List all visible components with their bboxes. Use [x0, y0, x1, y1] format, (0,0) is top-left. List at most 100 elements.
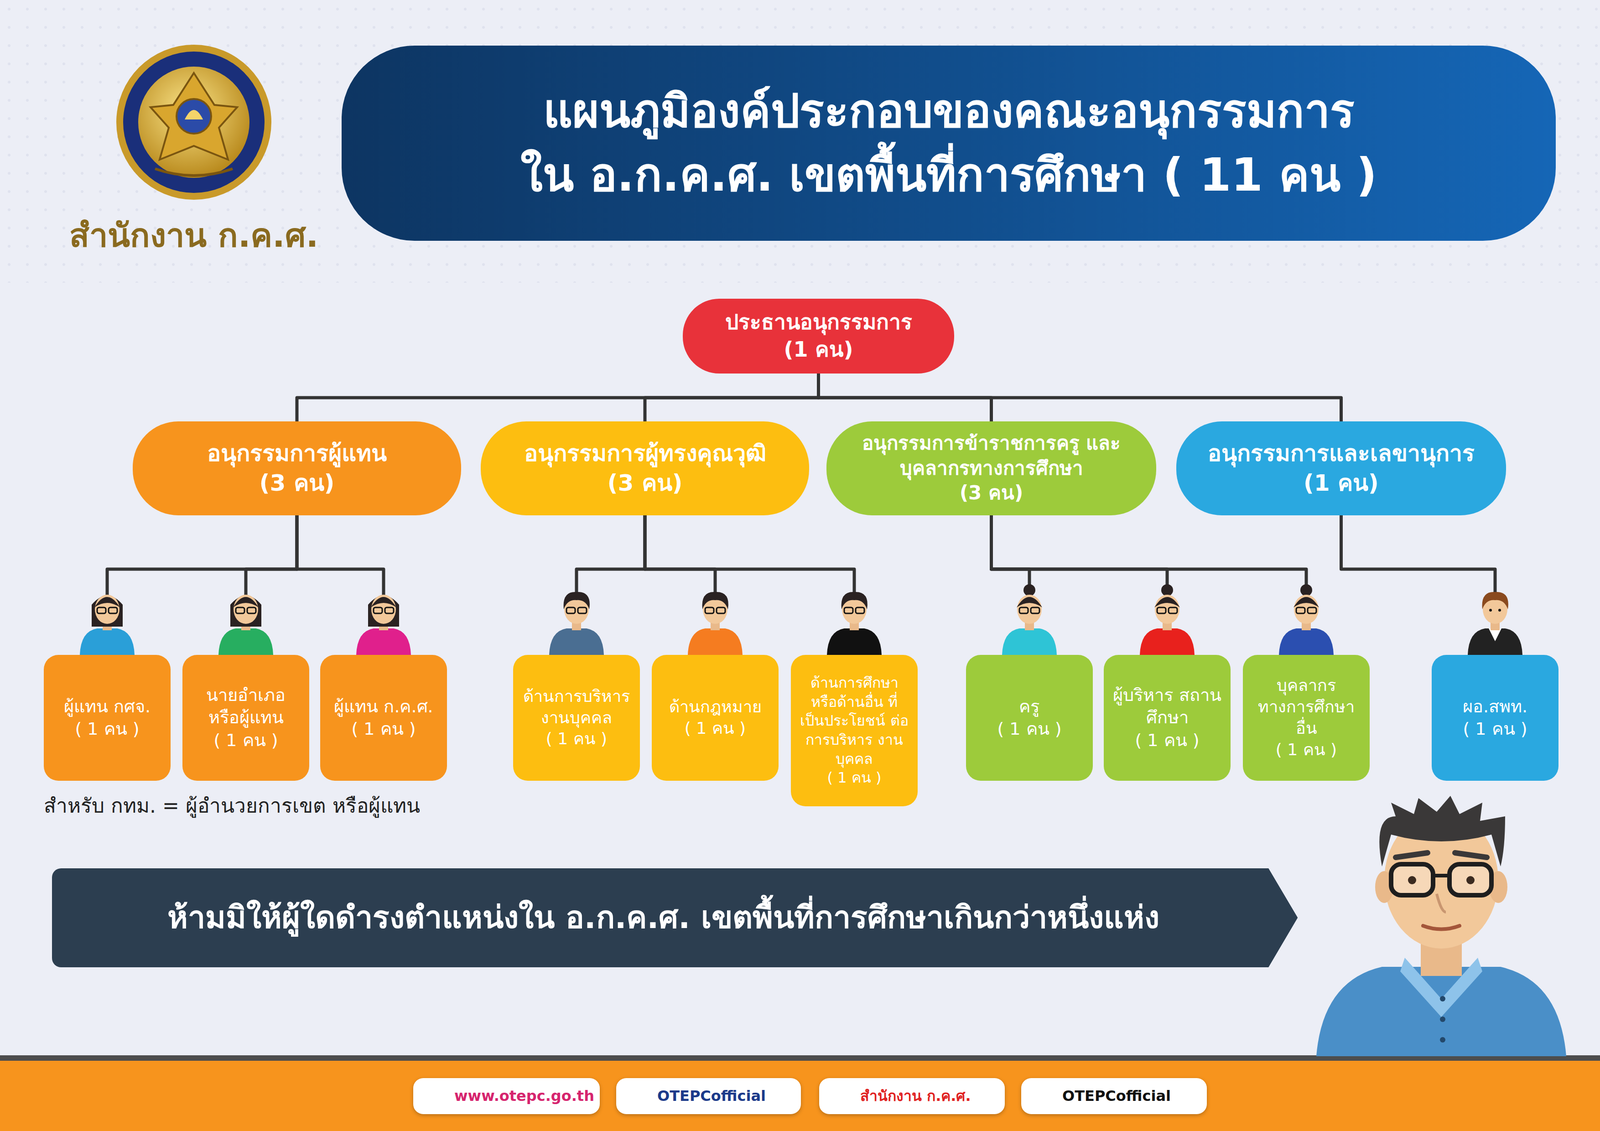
figure-bun — [1023, 584, 1036, 597]
group-box: อนุกรรมการผู้แทน (3 คน) — [132, 421, 462, 516]
person-figure — [1467, 592, 1523, 655]
tree-connector — [1341, 515, 1496, 655]
node-text: นายอำเภอ หรือผู้แทน ( 1 คน ) — [190, 684, 302, 752]
group-box: อนุกรรมการและเลขานุการ (1 คน) — [1176, 421, 1507, 516]
figure-hair — [1154, 597, 1180, 608]
node-text: ด้านการศึกษา หรือด้านอื่น ที่เป็นประโยชน… — [799, 673, 910, 788]
node-text: www.otepc.go.th — [454, 1086, 595, 1107]
social-pill: สำนักงาน ก.ค.ศ. — [819, 1078, 1005, 1115]
mascot-man — [1316, 795, 1567, 1057]
figure-glasses — [384, 607, 394, 614]
social-pill: OTEPCofficial — [616, 1078, 801, 1115]
node-text: OTEPCofficial — [1062, 1086, 1171, 1107]
figure-hair — [563, 592, 590, 610]
figure-head — [1293, 594, 1319, 624]
figure-shirt — [356, 628, 411, 655]
figure-glasses — [1307, 607, 1317, 614]
figure-glasses — [1157, 607, 1166, 614]
group-box: อนุกรรมการข้าราชการครู และบุคลากรทางการศ… — [826, 421, 1157, 516]
title-banner — [341, 45, 1556, 241]
figure-glasses — [108, 607, 118, 614]
node-text: ผู้แทน ก.ค.ศ. ( 1 คน ) — [333, 695, 433, 741]
org-name-label: สำนักงาน ก.ค.ศ. — [57, 214, 331, 258]
person-figure — [356, 594, 411, 655]
social-pill: www.otepc.go.th — [413, 1078, 600, 1115]
node-text: อนุกรรมการผู้ทรงคุณวุฒิ (3 คน) — [524, 438, 767, 499]
person-figure — [1139, 584, 1195, 655]
figure-hair — [841, 592, 868, 610]
member-box: ผอ.สพท. ( 1 คน ) — [1431, 654, 1559, 781]
logo — [116, 44, 272, 200]
figure-glasses — [235, 607, 245, 614]
figure-shirt — [1278, 628, 1334, 655]
member-box: ผู้แทน ก.ค.ศ. ( 1 คน ) — [320, 654, 447, 781]
figure-hair — [94, 597, 120, 608]
person-figure — [687, 592, 743, 655]
person-figure — [79, 594, 135, 655]
node-text: ด้านการบริหาร งานบุคคล ( 1 คน ) — [521, 685, 632, 750]
node-text: อนุกรรมการและเลขานุการ (1 คน) — [1207, 438, 1475, 499]
figure-hair — [702, 592, 729, 610]
figure-head — [233, 594, 259, 624]
figure-glasses — [577, 607, 587, 614]
member-box: ครู ( 1 คน ) — [966, 654, 1093, 781]
member-box: ด้านการศึกษา หรือด้านอื่น ที่เป็นประโยชน… — [790, 654, 918, 807]
figure-head — [1154, 594, 1180, 624]
tree-connector — [991, 515, 1307, 655]
member-box: ด้านการบริหาร งานบุคคล ( 1 คน ) — [513, 654, 640, 781]
node-text: อนุกรรมการข้าราชการครู และบุคลากรทางการศ… — [834, 431, 1149, 506]
bangkok-note: สำหรับ กทม. = ผู้อำนวยการเขต หรือผู้แทน — [43, 792, 546, 819]
figure-shirt — [549, 628, 604, 655]
figure-bun — [1300, 584, 1313, 597]
tree-connector — [644, 373, 819, 422]
figure-hair — [370, 597, 397, 608]
figure-glasses — [1019, 607, 1029, 614]
figure-shirt — [1467, 628, 1523, 655]
node-text: ประธานอนุกรรมการ (1 คน) — [725, 308, 913, 364]
node-text: ครู ( 1 คน ) — [997, 695, 1062, 741]
figure-shirt — [1002, 628, 1057, 655]
member-box: บุคลากร ทางการศึกษาอื่น ( 1 คน ) — [1242, 654, 1370, 781]
figure-eye — [1498, 608, 1502, 612]
node-text: สำนักงาน ก.ค.ศ. — [860, 1086, 972, 1107]
node-text: ผู้แทน กศจ. ( 1 คน ) — [63, 695, 151, 741]
node-text: บุคลากร ทางการศึกษาอื่น ( 1 คน ) — [1251, 675, 1362, 761]
person-figure — [826, 592, 882, 655]
node-text: อนุกรรมการผู้แทน (3 คน) — [207, 438, 387, 499]
social-pill: OTEPCofficial — [1021, 1078, 1207, 1115]
chair-box: ประธานอนุกรรมการ (1 คน) — [682, 298, 955, 374]
person-figure — [1278, 584, 1334, 655]
figure-eye — [1489, 608, 1492, 612]
person-figure — [1002, 584, 1057, 655]
tree-connector — [296, 373, 819, 422]
figure-glasses — [373, 607, 383, 614]
tree-connector — [107, 515, 297, 655]
figure-hair — [1293, 597, 1320, 608]
figure-shirt — [687, 628, 743, 655]
footer-bar — [0, 1060, 1600, 1131]
person-figure — [549, 592, 604, 655]
tree-connector — [991, 515, 1168, 655]
figure-glasses — [97, 607, 106, 614]
member-box: นายอำเภอ หรือผู้แทน ( 1 คน ) — [182, 654, 310, 781]
figure-shirt — [218, 628, 274, 655]
tree-connector — [644, 515, 855, 655]
member-box: ผู้บริหาร สถานศึกษา ( 1 คน ) — [1103, 654, 1231, 781]
figure-head — [371, 594, 396, 624]
figure-glasses — [844, 607, 853, 614]
person-figure — [218, 594, 274, 655]
figure-glasses — [247, 607, 256, 614]
node-text: ผอ.สพท. ( 1 คน ) — [1462, 695, 1528, 741]
member-box: ด้านกฎหมาย ( 1 คน ) — [651, 654, 779, 781]
node-text: OTEPCofficial — [657, 1086, 766, 1107]
figure-glasses — [716, 607, 726, 614]
figure-hair — [233, 597, 259, 608]
figure-glasses — [1296, 607, 1305, 614]
figure-bun — [1161, 584, 1174, 597]
figure-glasses — [566, 607, 576, 614]
figure-glasses — [705, 607, 714, 614]
figure-collar — [1488, 628, 1502, 642]
rule-banner: ห้ามมิให้ผู้ใดดำรงตำแหน่งใน อ.ก.ค.ศ. เขต… — [51, 868, 1298, 968]
group-box: อนุกรรมการผู้ทรงคุณวุฒิ (3 คน) — [480, 421, 810, 516]
figure-shirt — [79, 628, 135, 655]
